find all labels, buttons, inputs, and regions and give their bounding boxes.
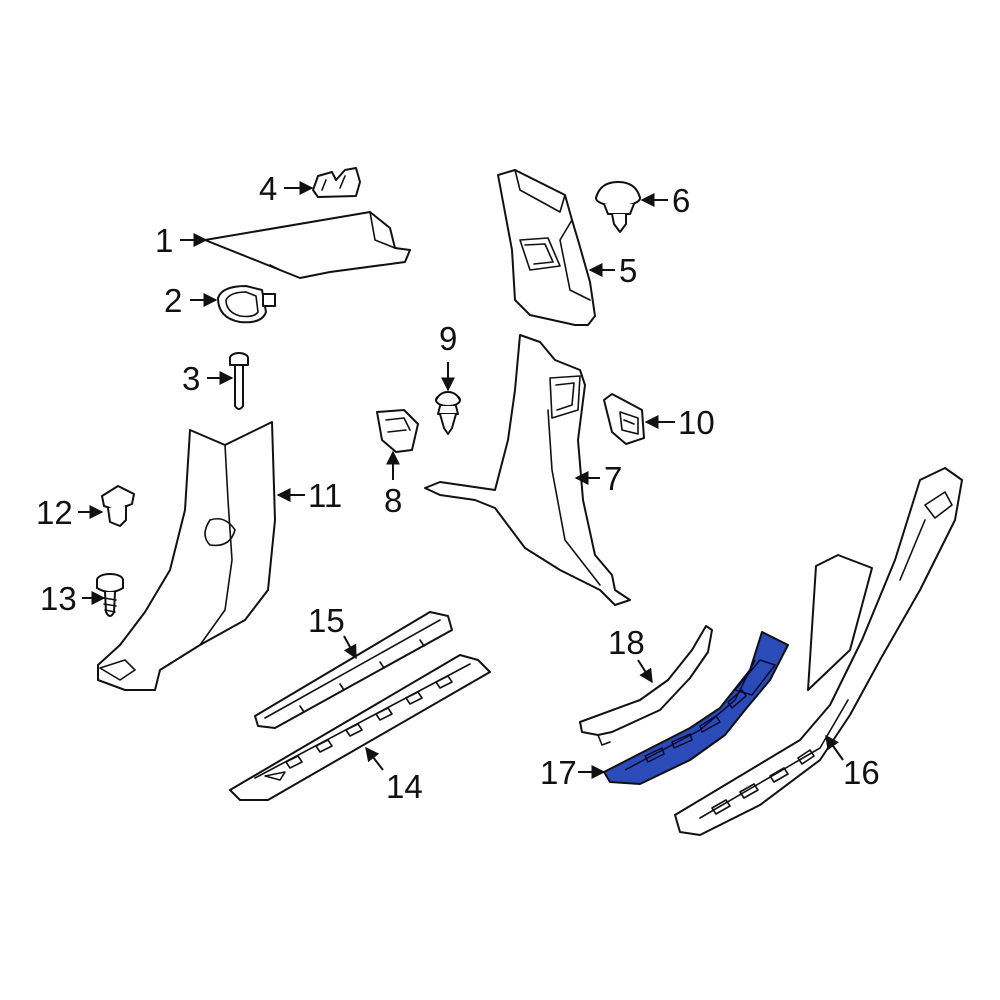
callout-13: 13 — [40, 580, 77, 617]
callout-7: 7 — [604, 460, 622, 497]
callout-labels: 1 2 3 4 5 6 7 8 9 10 11 12 13 14 15 16 1… — [36, 170, 880, 805]
part-4-bracket-clip — [312, 167, 361, 198]
callout-9: 9 — [439, 320, 457, 357]
leader-lines — [78, 181, 844, 779]
callout-4: 4 — [259, 170, 277, 207]
part-16-rear-sill-trim — [674, 467, 963, 836]
part-5-pillar-trim — [497, 169, 596, 326]
callout-11: 11 — [308, 477, 342, 514]
callout-14: 14 — [386, 768, 423, 805]
part-18-trim-strip — [579, 625, 713, 746]
leader-15 — [343, 635, 357, 660]
callout-5: 5 — [619, 252, 637, 289]
part-6-push-pin — [595, 181, 641, 233]
callout-3: 3 — [182, 360, 200, 397]
callout-16: 16 — [843, 754, 880, 791]
part-7-pillar-lower-trim — [424, 334, 631, 606]
callout-18: 18 — [608, 624, 645, 661]
part-2-trim-cap — [217, 285, 276, 324]
callout-2: 2 — [164, 282, 182, 319]
leader-16 — [825, 734, 844, 761]
part-1-upper-pillar-trim — [204, 211, 411, 279]
callout-17: 17 — [540, 754, 577, 791]
part-3-pin-bolt — [229, 352, 249, 410]
callout-12: 12 — [36, 494, 73, 531]
leader-14 — [365, 746, 384, 771]
callout-6: 6 — [672, 182, 690, 219]
part-15-sill-strip — [254, 611, 453, 729]
part-11-lower-pillar-trim — [97, 421, 276, 691]
leader-18 — [637, 659, 653, 684]
part-14-sill-plate — [229, 654, 491, 801]
part-17-highlighted-sill-trim — [603, 631, 789, 785]
part-9-push-clip — [435, 391, 461, 435]
callout-1: 1 — [155, 222, 173, 259]
callout-15: 15 — [308, 602, 345, 639]
part-8-clip — [376, 409, 419, 453]
part-10-vent-insert — [603, 393, 645, 445]
part-13-screw — [96, 573, 124, 617]
callout-10: 10 — [678, 404, 715, 441]
callout-8: 8 — [384, 482, 402, 519]
part-12-nut-clip — [101, 485, 135, 527]
